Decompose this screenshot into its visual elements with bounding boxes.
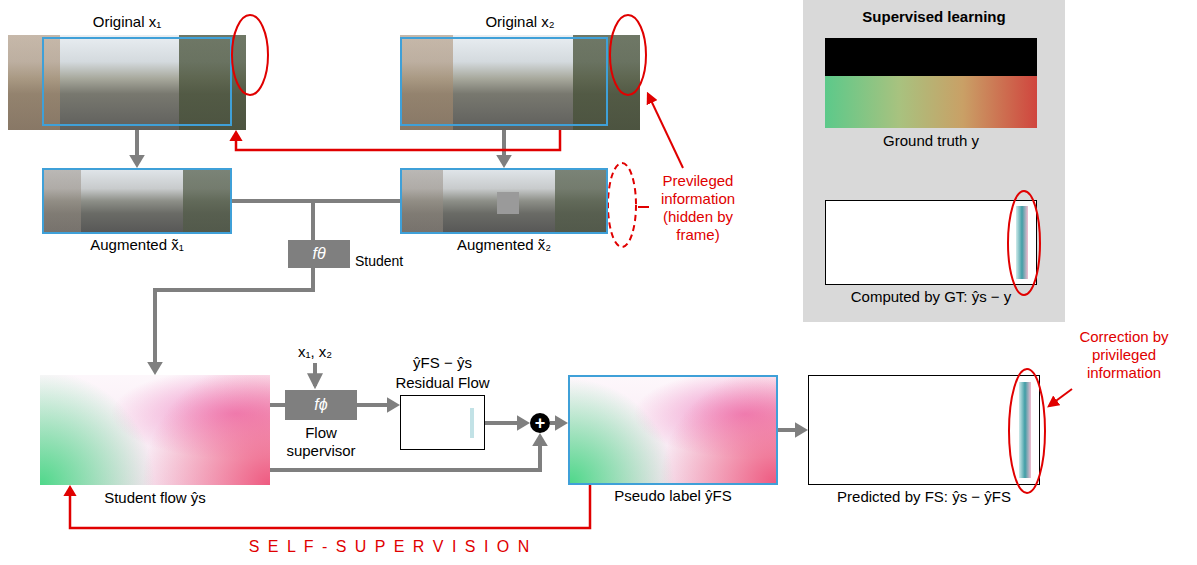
flow-arrow — [129, 130, 145, 168]
residual-marks — [470, 408, 474, 438]
image-caption: Pseudo label ŷFS — [614, 487, 732, 505]
role-label: Student — [355, 253, 403, 270]
image-caption: Computed by GT: ŷs − y — [851, 288, 1011, 306]
flow-arrow — [357, 397, 400, 413]
leader-line — [638, 206, 649, 208]
panel-title: Supervised learning — [803, 8, 1065, 26]
formula-label: ŷFS − ŷs — [413, 354, 472, 372]
sum-node: + — [530, 413, 550, 433]
image-title: Original x₂ — [485, 13, 554, 31]
dashed-ellipse — [608, 163, 636, 247]
plus-sign: + — [530, 413, 550, 433]
image-box: Ground truth y — [825, 38, 1037, 128]
annotation: Correction by privileged information — [1060, 328, 1188, 382]
image-box: Student flow ŷs — [40, 375, 270, 485]
connector-line — [313, 201, 400, 240]
image-caption: Ground truth y — [883, 132, 979, 150]
feedback-arrow — [229, 130, 560, 150]
flow-arrow — [485, 415, 530, 431]
flow-arrow — [232, 201, 313, 240]
leader-line — [648, 94, 683, 168]
input-arrow — [313, 363, 317, 386]
flow-arrow — [778, 422, 808, 438]
arrowhead — [496, 155, 512, 168]
image-title: Original x₁ — [93, 13, 161, 31]
flow-arrow — [313, 201, 400, 240]
image-box: Computed by GT: ŷs − y — [825, 200, 1037, 285]
function-label: fθ — [288, 244, 350, 263]
highlight-ellipse — [8, 35, 246, 130]
image-box: Pseudo label ŷFS — [568, 375, 778, 485]
arrowhead — [532, 433, 548, 446]
red-ellipse — [1008, 191, 1040, 295]
image-box: Augmented x̃₁ — [42, 168, 232, 234]
highlight-ellipse — [826, 201, 1038, 286]
arrowhead — [63, 485, 76, 496]
arrowhead — [795, 422, 808, 438]
image-caption: Student flow ŷs — [104, 489, 206, 507]
image-box: Original x₂ — [400, 35, 640, 130]
arrowhead — [387, 397, 400, 413]
connector-line — [135, 130, 139, 158]
connector-line — [232, 201, 313, 240]
connector-line — [485, 421, 520, 425]
image-box: Original x₁ — [8, 35, 246, 130]
flow-arrow — [550, 415, 568, 431]
role-label: Flow supervisor — [276, 424, 366, 460]
arrowhead — [129, 155, 145, 168]
highlight-ellipse — [809, 376, 1041, 486]
connector-line — [778, 428, 798, 432]
connector-line — [270, 403, 285, 407]
error-streak — [1019, 382, 1031, 477]
connector-line — [155, 268, 313, 365]
image-box: Predicted by FS: ŷs − ŷFS — [808, 375, 1040, 485]
feedback-arrow — [63, 485, 590, 528]
leader-line — [1049, 389, 1072, 406]
input-label: x₁, x₂ — [298, 343, 332, 361]
crop-frame — [42, 37, 232, 126]
arrowhead — [517, 415, 530, 431]
red-ellipse — [610, 15, 646, 95]
connector-line — [357, 403, 390, 407]
arrowhead — [555, 415, 568, 431]
red-ellipse — [232, 15, 268, 95]
connector-line — [70, 485, 590, 528]
crop-frame — [400, 37, 608, 126]
annotation: Previleged information (hidden by frame) — [652, 172, 744, 244]
highlight-ellipse — [400, 35, 640, 130]
error-streak — [1016, 206, 1028, 279]
connector-line — [502, 130, 506, 158]
image-caption: Augmented x̃₂ — [457, 236, 551, 254]
flow-arrow — [270, 405, 285, 406]
connector-line — [236, 130, 560, 150]
panel: Supervised learningGround truth y Compute… — [803, 0, 1065, 322]
box-title: Residual Flow — [395, 374, 489, 392]
occlusion-patch — [497, 192, 519, 214]
arrowhead — [147, 362, 163, 375]
function-label: fϕ — [285, 395, 357, 414]
flow-arrow — [147, 268, 313, 375]
red-ellipse — [1009, 369, 1045, 493]
network-box: fθStudent — [288, 240, 350, 268]
network-box: fϕFlow supervisor — [285, 390, 357, 420]
arrowhead — [229, 130, 242, 141]
image-box: ŷFS − ŷsResidual Flow — [400, 395, 485, 450]
image-caption: Augmented x̃₁ — [90, 236, 183, 254]
edge-label: S E L F - S U P E R V I S I O N — [249, 537, 532, 556]
image-box: Augmented x̃₂ — [400, 168, 608, 234]
image-caption: Predicted by FS: ŷs − ŷFS — [837, 488, 1011, 506]
